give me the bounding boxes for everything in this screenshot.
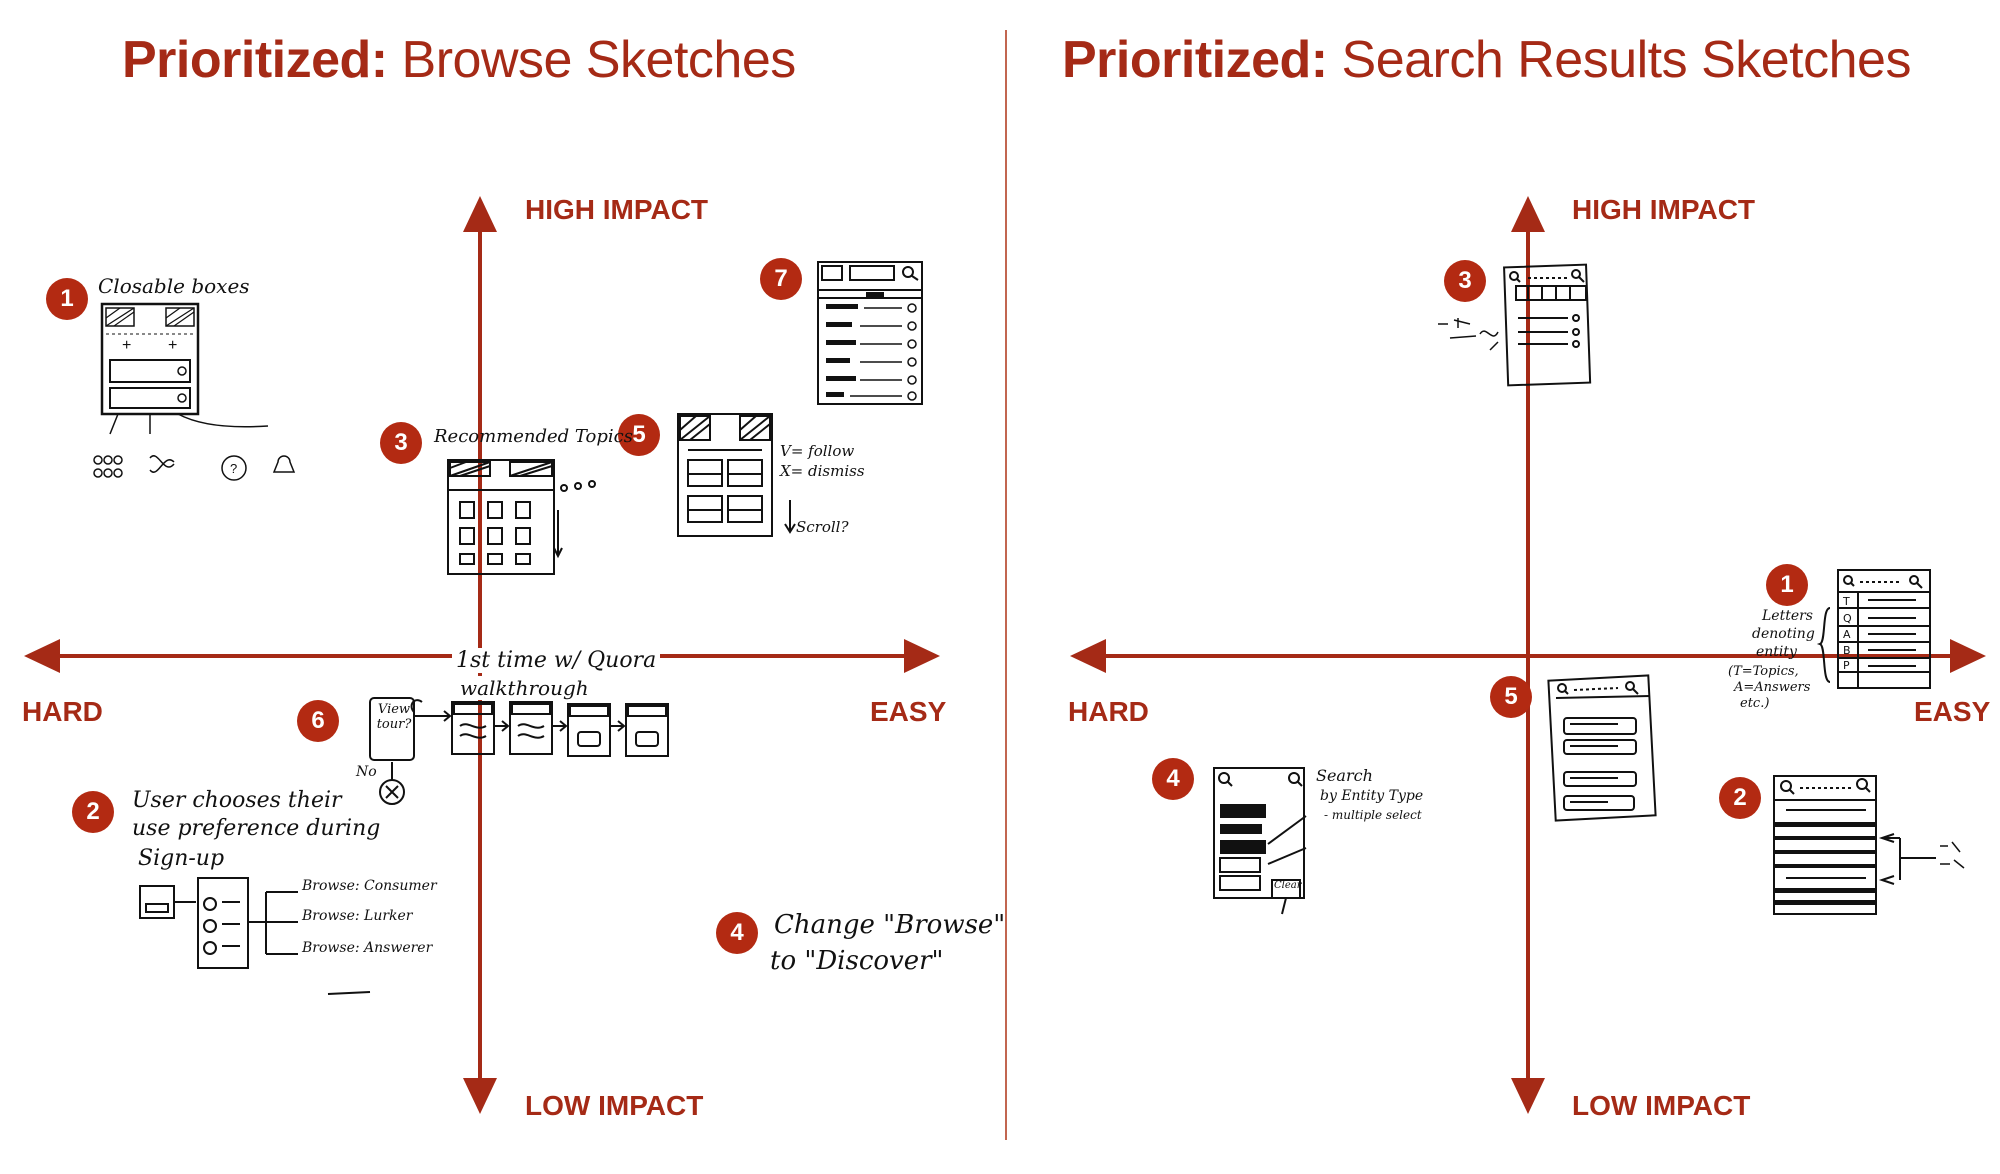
sketch-6-note-line-2: walkthrough (456, 676, 593, 700)
svg-text:T: T (1842, 595, 1850, 608)
svg-text:+: + (168, 337, 177, 354)
sketch-2-note-line-1: User chooses their (132, 788, 342, 813)
sketch-4-note-line-2: to "Discover" (770, 946, 944, 976)
sketch-2-option-lurker: Browse: Lurker (302, 908, 413, 924)
svg-text:?: ? (230, 461, 237, 476)
svg-text:Q: Q (1843, 612, 1852, 625)
right-sketch-2-wireframe (1773, 775, 1965, 915)
right-label-high-impact: HIGH IMPACT (1572, 194, 1756, 225)
sketch-2-option-consumer: Browse: Consumer (302, 878, 437, 894)
svg-text:B: B (1843, 644, 1851, 657)
right-label-easy: EASY (1914, 696, 1991, 727)
right-title-strong: Prioritized: (1062, 31, 1328, 89)
sketch-2-note-line-2: use preference during (132, 816, 381, 841)
sketch-6-note-line-1: 1st time w/ Quora (452, 648, 661, 673)
right-sketch-1-note-line-3: entity (1756, 644, 1797, 660)
right-badge-2: 2 (1719, 777, 1761, 819)
right-sketch-1-note-line-1: Letters (1762, 608, 1813, 624)
sketch-5-note-follow: V= follow (780, 442, 855, 460)
right-badge-4: 4 (1152, 758, 1194, 800)
right-sketch-1-brace (1816, 607, 1831, 683)
sketch-3-caption: Recommended Topics (434, 426, 633, 447)
svg-text:P: P (1843, 659, 1850, 672)
right-sketch-1-note-line-6: etc.) (1740, 696, 1770, 711)
sketch-5-note-dismiss: X= dismiss (780, 462, 865, 480)
sketch-7-wireframe (817, 261, 923, 405)
right-panel-title: Prioritized: Search Results Sketches (1062, 30, 1911, 90)
left-panel-title: Prioritized: Browse Sketches (122, 30, 796, 90)
left-badge-7: 7 (760, 258, 802, 300)
sketch-5-scroll-arrow (784, 500, 796, 534)
left-badge-1: 1 (46, 278, 88, 320)
right-sketch-1-note-line-2: denoting (1752, 626, 1815, 642)
right-sketch-4-wireframe (1213, 767, 1307, 915)
right-label-low-impact: LOW IMPACT (1572, 1090, 1751, 1121)
right-quadrant-axes (1070, 196, 1986, 1114)
left-badge-4: 4 (716, 912, 758, 954)
left-title-strong: Prioritized: (122, 31, 388, 89)
svg-text:+: + (122, 337, 131, 354)
right-sketch-1-wireframe: TQA BP (1837, 569, 1931, 689)
right-sketch-1-note-line-5: A=Answers (1734, 680, 1811, 695)
right-badge-5: 5 (1490, 676, 1532, 718)
svg-text:A: A (1843, 628, 1851, 641)
panel-divider (1005, 30, 1007, 1140)
sketch-2-note-line-3: Sign-up (138, 846, 225, 871)
sketch-1-caption: Closable boxes (98, 274, 250, 298)
right-sketch-5-wireframe (1547, 674, 1657, 822)
right-sketch-1-note-line-4: (T=Topics, (1728, 664, 1799, 679)
left-label-easy: EASY (870, 696, 947, 727)
right-badge-3: 3 (1444, 260, 1486, 302)
sketch-1-wireframe: + + ? (93, 302, 296, 481)
sketch-6-wireframe (369, 697, 669, 805)
right-badge-1: 1 (1766, 564, 1808, 606)
sketch-3-wireframe (447, 459, 596, 575)
sketch-4-note-line-1: Change "Browse" (774, 910, 1006, 940)
left-badge-3: 3 (380, 422, 422, 464)
sketch-6-no-label: No (356, 764, 377, 780)
right-sketch-4-note-line-3: - multiple select (1324, 808, 1422, 822)
left-label-low-impact: LOW IMPACT (525, 1090, 704, 1121)
sketch-6-view-tour: View tour? (376, 702, 412, 732)
left-title-light: Browse Sketches (401, 31, 797, 89)
right-sketch-4-note-line-2: by Entity Type (1320, 788, 1424, 804)
right-label-hard: HARD (1068, 696, 1149, 727)
left-label-high-impact: HIGH IMPACT (525, 194, 709, 225)
left-badge-2: 2 (72, 791, 114, 833)
right-sketch-4-note-line-1: Search (1316, 766, 1373, 785)
right-sketch-3-wireframe (1503, 263, 1592, 387)
sketch-2-option-answerer: Browse: Answerer (302, 940, 433, 956)
right-sketch-4-clear-label: Clear (1274, 880, 1302, 891)
sketch-5-wireframe (677, 413, 773, 537)
left-badge-5: 5 (618, 414, 660, 456)
left-label-hard: HARD (22, 696, 103, 727)
right-sketch-3-side-note (1438, 318, 1499, 351)
right-title-light: Search Results Sketches (1341, 31, 1912, 89)
left-badge-6: 6 (297, 700, 339, 742)
sketch-2-wireframe (139, 877, 371, 995)
sketch-5-note-scroll: Scroll? (796, 518, 849, 536)
